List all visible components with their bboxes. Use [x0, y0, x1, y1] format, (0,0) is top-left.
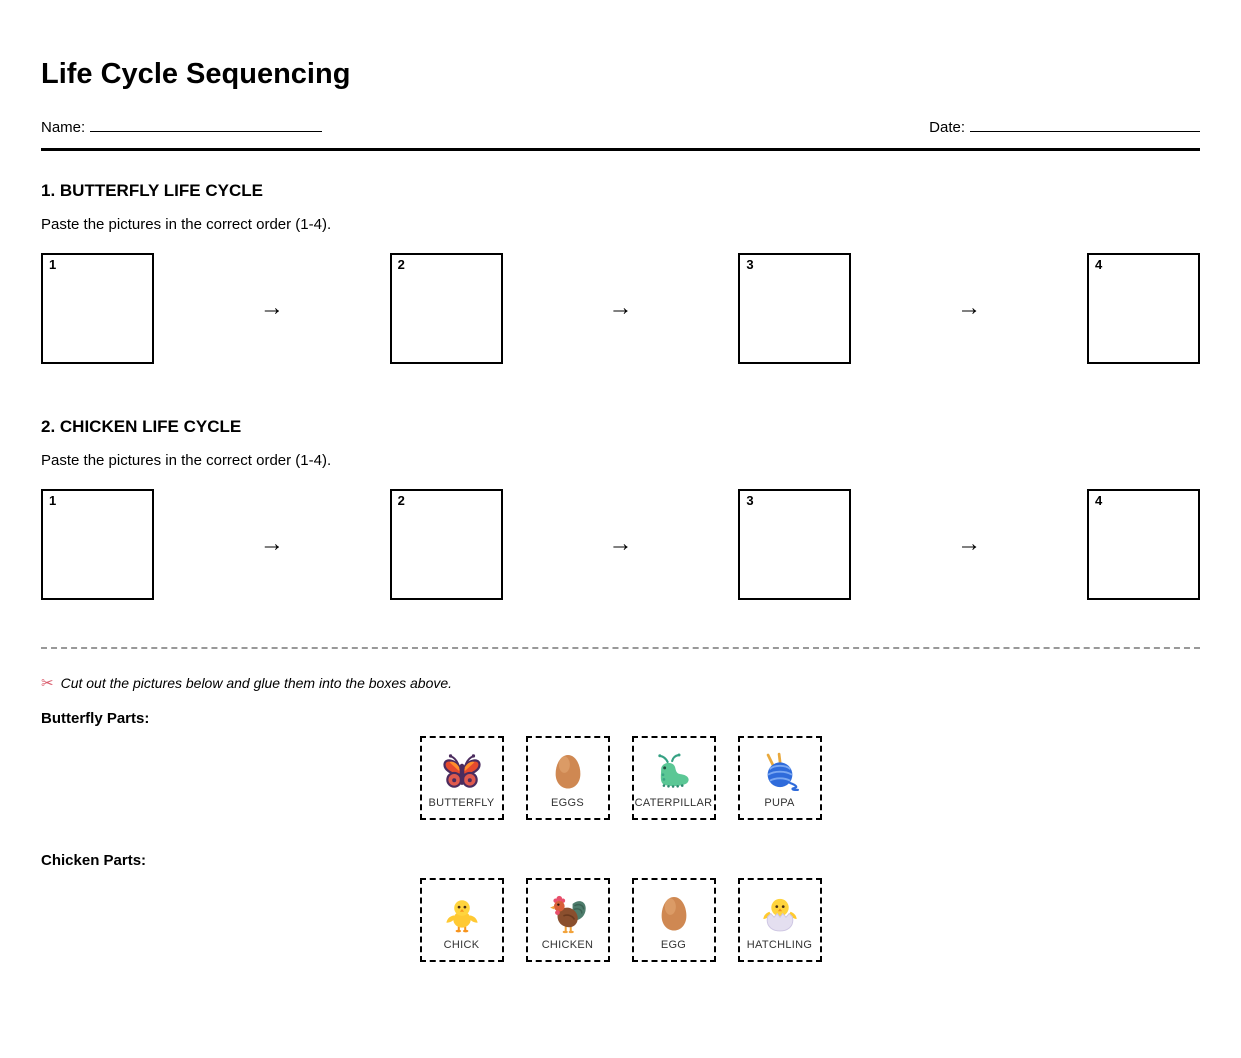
box-number: 4 [1094, 257, 1103, 273]
chicken-sequence-row: 1 → 2 → 3 → 4 [41, 489, 1200, 601]
arrow-right-icon: → [259, 529, 284, 557]
box-number: 2 [397, 493, 405, 509]
chicken-paste-box-3[interactable]: 3 [738, 489, 852, 601]
butterfly-icon [440, 748, 484, 794]
butterfly-paste-box-4[interactable]: 4 [1086, 253, 1200, 365]
part-label: EGGS [551, 796, 584, 809]
section-chicken-life-cycle: 2. CHICKEN LIFE CYCLE Paste the pictures… [41, 417, 1200, 601]
butterfly-parts-label: Butterfly Parts: [41, 710, 150, 728]
part-label: PUPA [764, 796, 795, 809]
part-tile-pupa[interactable]: PUPA [737, 736, 822, 821]
section-butterfly-life-cycle: 1. BUTTERFLY LIFE CYCLE Paste the pictur… [41, 181, 1200, 365]
box-number: 1 [49, 493, 57, 509]
arrow-right-icon: → [608, 529, 633, 557]
chicken-paste-box-2[interactable]: 2 [389, 489, 503, 601]
part-label: CHICK [443, 938, 480, 951]
rooster-icon [546, 890, 590, 936]
name-blank-line[interactable] [90, 118, 323, 133]
scissors-icon: ✂ [41, 675, 54, 693]
part-tile-chicken[interactable]: CHICKEN [525, 878, 610, 963]
date-blank-line[interactable] [970, 118, 1200, 133]
chicken-section-heading: 2. CHICKEN LIFE CYCLE [41, 417, 242, 437]
caterpillar-icon [652, 748, 696, 794]
chicken-paste-box-4[interactable]: 4 [1086, 489, 1200, 601]
butterfly-section-heading: 1. BUTTERFLY LIFE CYCLE [41, 181, 263, 201]
part-label: HATCHLING [746, 938, 813, 951]
box-number: 4 [1094, 493, 1103, 509]
date-field: Date: [929, 118, 1200, 137]
part-tile-eggs[interactable]: EGGS [525, 736, 610, 821]
part-label: BUTTERFLY [428, 796, 495, 809]
part-label: EGG [660, 938, 687, 951]
butterfly-paste-box-3[interactable]: 3 [738, 253, 852, 365]
part-tile-egg[interactable]: EGG [631, 878, 716, 963]
part-label: CHICKEN [541, 938, 594, 951]
egg-icon [546, 748, 590, 794]
arrow-right-icon: → [957, 529, 982, 557]
cut-line-divider [41, 647, 1200, 650]
chick-icon [440, 890, 484, 936]
part-tile-caterpillar[interactable]: CATERPILLAR [631, 736, 716, 821]
box-number: 2 [397, 257, 405, 273]
chicken-parts-label: Chicken Parts: [41, 852, 147, 870]
header-divider [41, 148, 1200, 152]
butterfly-paste-box-1[interactable]: 1 [41, 253, 154, 365]
butterfly-parts-row: BUTTERFLY EGGS [41, 736, 1200, 821]
arrow-right-icon: → [259, 293, 284, 321]
date-label: Date: [929, 119, 965, 137]
hatching-chick-icon [758, 890, 802, 936]
page-title: Life Cycle Sequencing [41, 58, 351, 90]
cut-note: ✂ Cut out the pictures below and glue the… [41, 674, 1200, 693]
chicken-parts-row: CHICK [41, 878, 1200, 963]
box-number: 1 [49, 257, 57, 273]
butterfly-paste-box-2[interactable]: 2 [389, 253, 503, 365]
part-tile-hatchling[interactable]: HATCHLING [737, 878, 822, 963]
part-tile-chick[interactable]: CHICK [419, 878, 504, 963]
arrow-right-icon: → [608, 293, 633, 321]
egg-icon [652, 890, 696, 936]
chicken-paste-box-1[interactable]: 1 [41, 489, 154, 601]
part-label: CATERPILLAR [634, 796, 713, 809]
worksheet-page: Life Cycle Sequencing Name: Date: 1. BUT… [0, 58, 1241, 963]
box-number: 3 [746, 493, 754, 509]
name-field: Name: [41, 118, 323, 137]
butterfly-sequence-row: 1 → 2 → 3 → 4 [41, 253, 1200, 365]
part-tile-butterfly[interactable]: BUTTERFLY [419, 736, 504, 821]
butterfly-section-instruction: Paste the pictures in the correct order … [41, 216, 332, 234]
box-number: 3 [746, 257, 754, 273]
arrow-right-icon: → [957, 293, 982, 321]
name-date-row: Name: Date: [41, 118, 1200, 137]
cut-instruction-text: Cut out the pictures below and glue them… [60, 675, 453, 692]
yarn-ball-icon [758, 748, 802, 794]
name-label: Name: [41, 119, 86, 137]
chicken-section-instruction: Paste the pictures in the correct order … [41, 452, 332, 470]
